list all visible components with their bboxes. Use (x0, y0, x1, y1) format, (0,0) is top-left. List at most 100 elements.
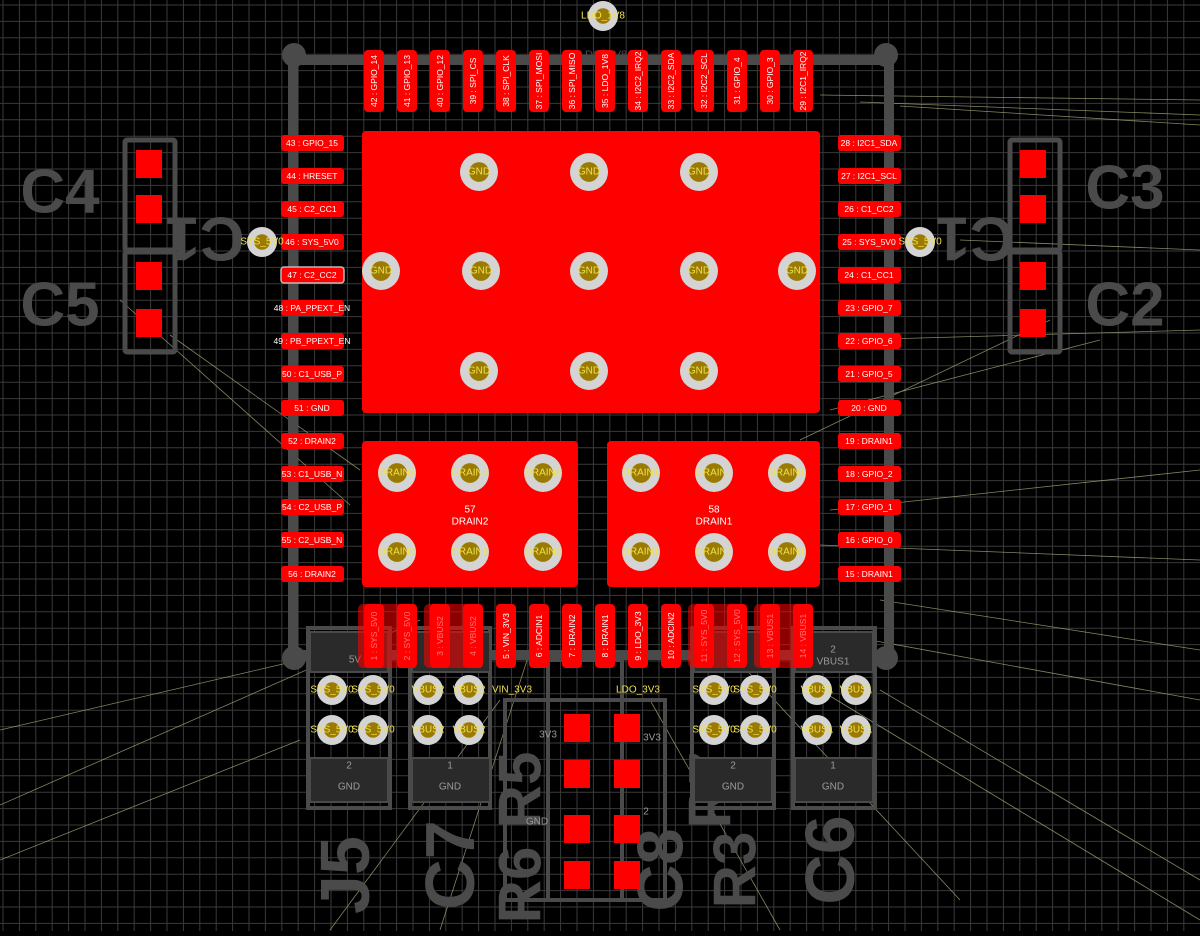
pin-pad-top[interactable] (727, 50, 747, 112)
silk-text: 2 (830, 645, 836, 656)
pin-pad-right[interactable] (838, 267, 901, 283)
pin-pad-right[interactable] (838, 300, 901, 316)
pin-pad-right[interactable] (838, 433, 901, 449)
component-pad-outline (794, 757, 874, 803)
pin-pad-left[interactable] (281, 300, 344, 316)
pin-pad-top[interactable] (430, 50, 450, 112)
pin-pad-top[interactable] (661, 50, 681, 112)
pin-label: 49 : PB_PPEXT_EN (273, 336, 350, 346)
via-net-label: SYS_5V0 (310, 685, 354, 696)
component-pad-outline (693, 757, 773, 803)
capacitor-pad[interactable] (1020, 262, 1046, 290)
silk-text: GND (439, 782, 461, 793)
via-net-label: GND (578, 266, 600, 277)
pad-drain2[interactable] (362, 441, 578, 587)
pin-pad-merged (424, 604, 481, 668)
capacitor-pad[interactable] (136, 309, 162, 337)
pin-pad-right[interactable] (838, 366, 901, 382)
capacitor-pad[interactable] (1020, 195, 1046, 223)
pad-drain1[interactable] (607, 441, 820, 587)
pin-pad-top[interactable] (397, 50, 417, 112)
pin-pad-right[interactable] (838, 333, 901, 349)
pin-pad-bottom[interactable] (496, 604, 516, 668)
pin-label: 32 : I2C2_SCL (699, 53, 709, 109)
capacitor-pad[interactable] (564, 861, 590, 889)
pin-pad-bottom[interactable] (661, 604, 681, 668)
pin-pad-left[interactable] (281, 433, 344, 449)
pin-pad-right[interactable] (838, 400, 901, 416)
capacitor-pad[interactable] (564, 760, 590, 788)
capacitor-outline (122, 249, 178, 355)
pin-pad-top[interactable] (793, 50, 813, 112)
via-net-label: VBUS2 (412, 685, 445, 696)
pin-label: 33 : I2C2_SDA (666, 52, 676, 109)
pin-pad-top[interactable] (694, 50, 714, 112)
ratsnest-line (869, 639, 1200, 701)
pin-pad-right[interactable] (838, 466, 901, 482)
designator: C7 (411, 820, 489, 909)
pin-pad-bottom[interactable] (562, 604, 582, 668)
pin-label: 43 : GPIO_15 (286, 138, 338, 148)
pin-pad-left[interactable] (281, 333, 344, 349)
pin-pad-left[interactable] (281, 566, 344, 582)
via-hole (324, 682, 340, 698)
corner-marker (282, 43, 306, 67)
via-net-label: DRAIN2 (525, 547, 562, 558)
capacitor-pad[interactable] (136, 150, 162, 178)
via-net-label: GND (578, 366, 600, 377)
pin-pad-left[interactable] (281, 400, 344, 416)
ratsnest-line (879, 599, 1200, 651)
pin-pad-bottom[interactable] (628, 604, 648, 668)
via-hole (848, 682, 864, 698)
capacitor-pad[interactable] (614, 714, 640, 742)
capacitor-pad[interactable] (564, 714, 590, 742)
via-hole (579, 162, 599, 182)
pin-pad-left[interactable] (281, 366, 344, 382)
silk-text: GND (338, 782, 360, 793)
pin-pad-top[interactable] (562, 50, 582, 112)
pin-pad-left[interactable] (281, 234, 344, 250)
pin-label: 20 : GND (851, 403, 886, 413)
pin-pad-right[interactable] (838, 532, 901, 548)
pin-pad-left[interactable] (281, 499, 344, 515)
pin-pad-bottom[interactable] (595, 604, 615, 668)
pin-pad-left[interactable] (280, 266, 345, 284)
pin-pad-left[interactable] (281, 168, 344, 184)
pin-pad-top[interactable] (529, 50, 549, 112)
pin-pad-left[interactable] (281, 135, 344, 151)
via-net-label: GND (688, 366, 710, 377)
silk-text: GND (526, 817, 548, 828)
pin-pad-bottom[interactable] (529, 604, 549, 668)
capacitor-pad[interactable] (614, 760, 640, 788)
capacitor-pad[interactable] (1020, 150, 1046, 178)
pin-pad-left[interactable] (281, 466, 344, 482)
silk-text: 1 (447, 761, 453, 772)
pin-pad-top[interactable] (760, 50, 780, 112)
pin-label: 37 : SPI_MOSI (534, 53, 544, 110)
via-hole (533, 463, 553, 483)
capacitor-pad[interactable] (614, 861, 640, 889)
capacitor-pad[interactable] (136, 195, 162, 223)
pin-pad-right[interactable] (838, 201, 901, 217)
pin-pad-top[interactable] (463, 50, 483, 112)
designator: J5 (306, 836, 384, 914)
via-net-label: GND (470, 266, 492, 277)
capacitor-pad[interactable] (614, 815, 640, 843)
pin-pad-right[interactable] (838, 168, 901, 184)
pin-pad-top[interactable] (496, 50, 516, 112)
pin-pad-right[interactable] (838, 566, 901, 582)
capacitor-pad[interactable] (1020, 309, 1046, 337)
pin-pad-right[interactable] (838, 499, 901, 515)
pin-pad-top[interactable] (628, 50, 648, 112)
pin-pad-left[interactable] (281, 201, 344, 217)
pin-pad-top[interactable] (364, 50, 384, 112)
capacitor-pad[interactable] (564, 815, 590, 843)
pin-pad-left[interactable] (281, 532, 344, 548)
via-hole (689, 162, 709, 182)
pin-pad-right[interactable] (838, 234, 901, 250)
capacitor-pad[interactable] (136, 262, 162, 290)
pin-pad-top[interactable] (595, 50, 615, 112)
pin-pad-right[interactable] (838, 135, 901, 151)
